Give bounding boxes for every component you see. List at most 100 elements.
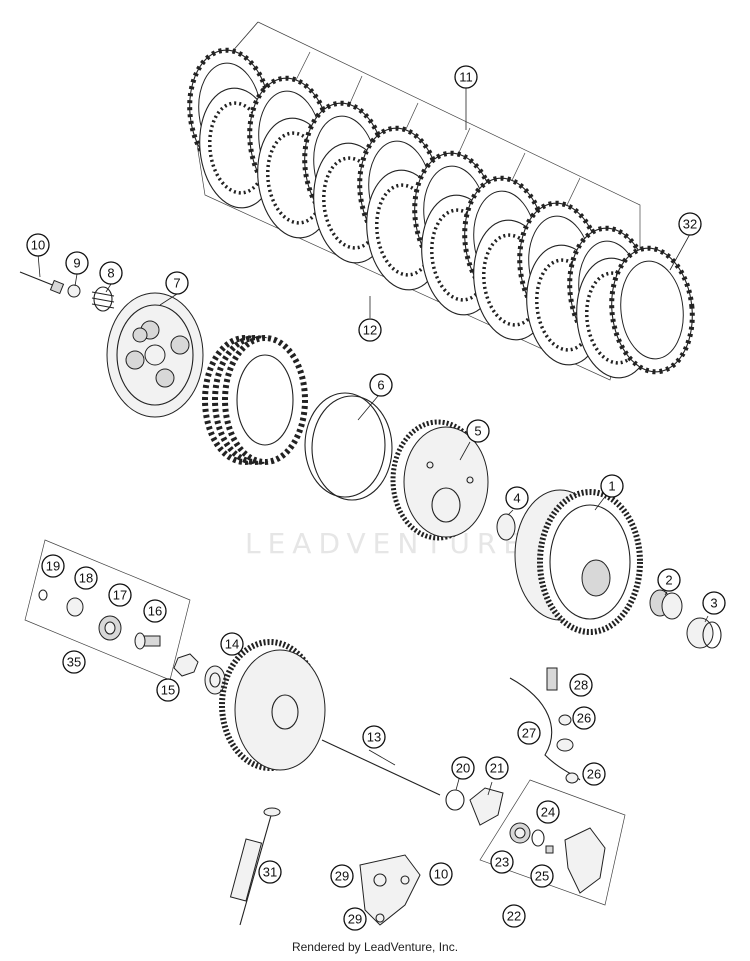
callout-32: 32 [678, 212, 702, 236]
svg-text:10: 10 [434, 867, 448, 882]
pin-16 [134, 632, 161, 650]
washer-18 [66, 597, 84, 617]
svg-text:26: 26 [577, 711, 591, 726]
svg-text:29: 29 [348, 912, 362, 927]
callout-29-bottom: 29 [343, 907, 367, 931]
svg-text:28: 28 [574, 678, 588, 693]
ring-6 [304, 392, 393, 501]
callout-9: 9 [65, 251, 89, 275]
callout-26b: 26 [582, 762, 606, 786]
push-rod-13 [321, 739, 441, 796]
callout-12: 12 [358, 318, 382, 342]
lock-washer-14 [204, 665, 226, 695]
svg-text:4: 4 [513, 491, 520, 506]
callout-11: 11 [454, 65, 478, 89]
callout-2: 2 [657, 568, 681, 592]
callout-21: 21 [485, 756, 509, 780]
bearing-17 [98, 615, 122, 641]
bushing-3 [686, 617, 722, 649]
o-ring-20 [445, 789, 465, 811]
callout-15: 15 [156, 678, 180, 702]
callout-3: 3 [702, 591, 726, 615]
svg-text:20: 20 [456, 761, 470, 776]
spring-8 [91, 286, 115, 312]
syringe-31 [229, 807, 281, 926]
svg-text:22: 22 [507, 909, 521, 924]
callout-13: 13 [362, 725, 386, 749]
svg-text:1: 1 [608, 479, 615, 494]
svg-text:7: 7 [173, 276, 180, 291]
svg-text:17: 17 [113, 588, 127, 603]
callout-27: 27 [517, 721, 541, 745]
seal-26b [565, 772, 579, 784]
svg-text:27: 27 [522, 726, 536, 741]
svg-text:23: 23 [495, 855, 509, 870]
spring-25 [545, 845, 554, 854]
svg-text:11: 11 [459, 70, 473, 85]
callout-25: 25 [530, 864, 554, 888]
callout-20: 20 [451, 756, 475, 780]
needle-bearing-2 [649, 589, 683, 620]
callout-23: 23 [490, 850, 514, 874]
outer-basket-1 [514, 489, 643, 635]
leader-lines [37, 88, 709, 796]
svg-text:2: 2 [665, 573, 672, 588]
slave-cylinder-group-22 [479, 779, 626, 906]
callout-24: 24 [536, 800, 560, 824]
svg-text:16: 16 [148, 604, 162, 619]
seal-24 [531, 829, 545, 847]
svg-text:10: 10 [31, 238, 45, 253]
svg-text:24: 24 [541, 805, 555, 820]
svg-text:21: 21 [490, 761, 504, 776]
circlip-19 [38, 589, 48, 601]
svg-text:19: 19 [46, 559, 60, 574]
clutch-plates-11 [184, 46, 699, 384]
callout-14: 14 [220, 632, 244, 656]
callout-28: 28 [569, 673, 593, 697]
svg-text:32: 32 [683, 217, 697, 232]
callout-4: 4 [505, 486, 529, 510]
svg-text:25: 25 [535, 869, 549, 884]
svg-text:8: 8 [107, 266, 114, 281]
callout-18: 18 [74, 566, 98, 590]
svg-text:3: 3 [710, 596, 717, 611]
svg-text:9: 9 [73, 256, 80, 271]
svg-text:29: 29 [335, 869, 349, 884]
callout-31: 31 [258, 860, 282, 884]
callout-10-top: 10 [26, 233, 50, 257]
callout-26a: 26 [572, 706, 596, 730]
svg-text:18: 18 [79, 571, 93, 586]
svg-text:35: 35 [67, 655, 81, 670]
callout-6: 6 [369, 373, 393, 397]
callout-22: 22 [502, 904, 526, 928]
callout-5: 5 [466, 419, 490, 443]
callout-8: 8 [99, 261, 123, 285]
callout-17: 17 [108, 583, 132, 607]
gasket-21 [469, 787, 504, 826]
callout-29-top: 29 [330, 864, 354, 888]
nut-15 [173, 653, 199, 677]
seal-26a [558, 714, 572, 726]
svg-text:13: 13 [367, 730, 381, 745]
svg-text:5: 5 [474, 424, 481, 439]
svg-text:6: 6 [377, 378, 384, 393]
washer-9 [67, 284, 81, 298]
plate-stack [202, 335, 308, 465]
callout-16: 16 [143, 599, 167, 623]
svg-text:14: 14 [225, 637, 239, 652]
thrust-washer-4 [496, 513, 516, 541]
callout-1: 1 [600, 474, 624, 498]
watermark-text: LEADVENTURE [245, 527, 528, 560]
svg-text:26: 26 [587, 767, 601, 782]
svg-text:15: 15 [161, 683, 175, 698]
bracket-29 [359, 854, 421, 926]
callout-19: 19 [41, 554, 65, 578]
callout-35: 35 [62, 650, 86, 674]
callout-10-bottom: 10 [429, 862, 453, 886]
lower-hub [219, 639, 326, 771]
inner-hub-5 [390, 419, 489, 541]
svg-text:31: 31 [263, 865, 277, 880]
pressure-plate-7 [106, 292, 204, 418]
footer-credit: Rendered by LeadVenture, Inc. [291, 940, 459, 954]
